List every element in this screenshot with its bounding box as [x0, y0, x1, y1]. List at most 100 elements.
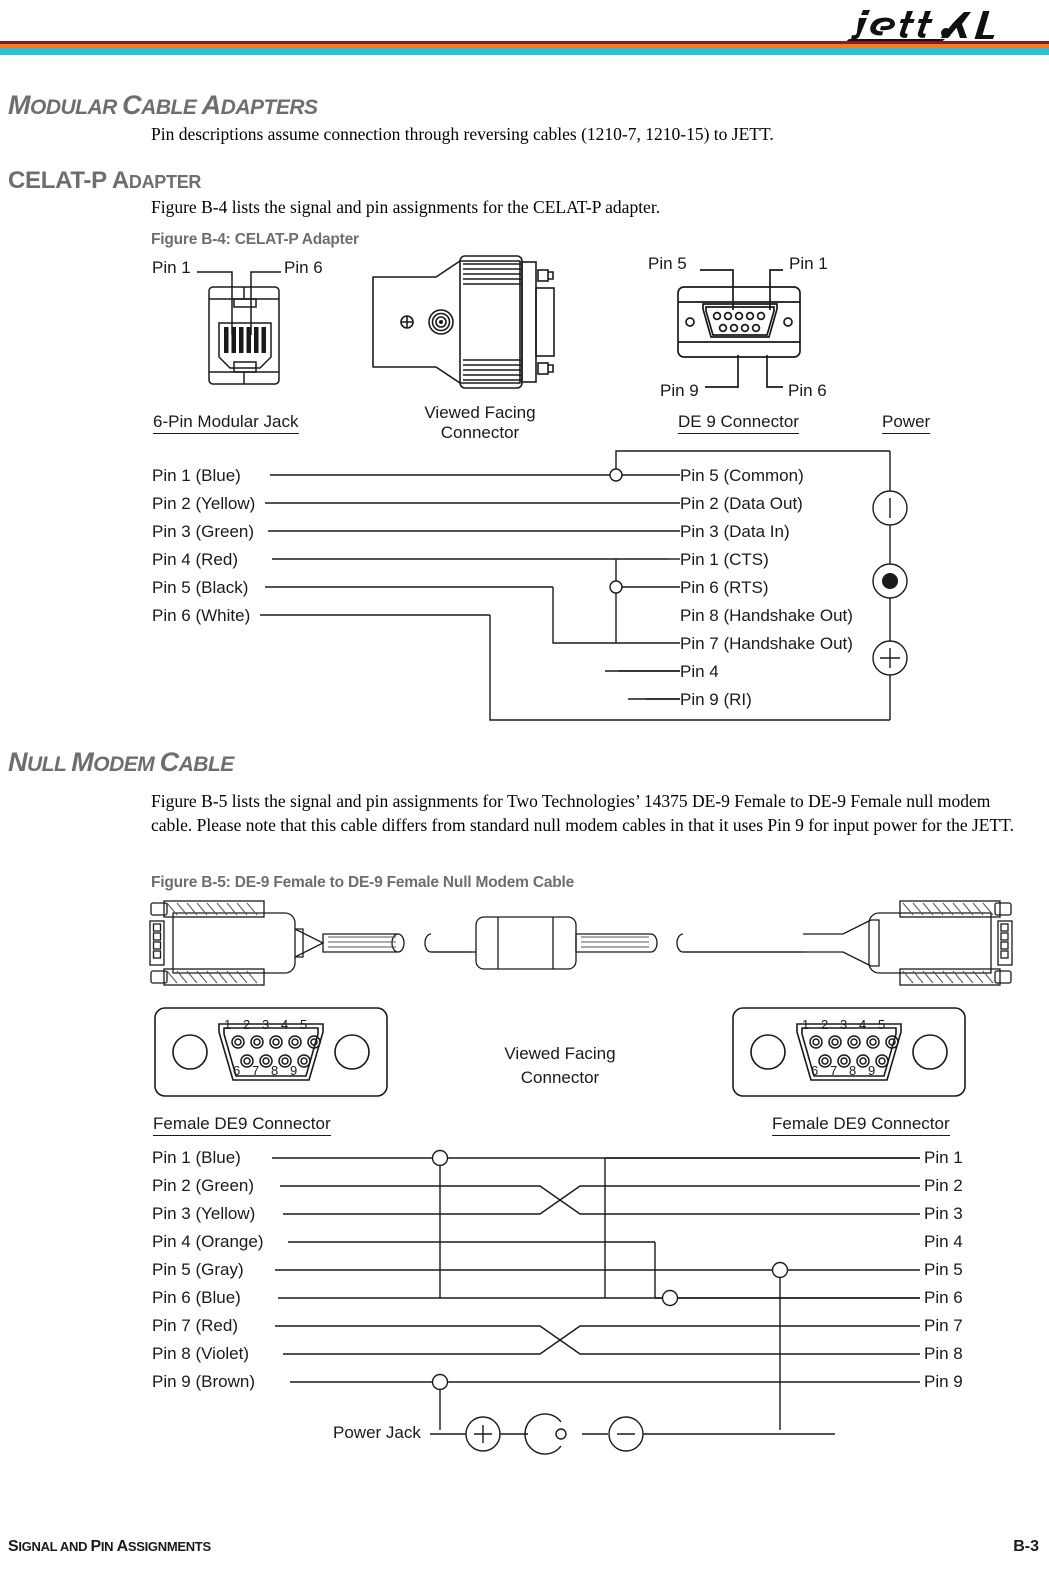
b5-left-pin-9: Pin 9 (Brown) [152, 1372, 255, 1391]
figure-caption-b4: Figure B-4: CELAT-P Adapter [151, 231, 359, 248]
callout-pin1-modular: Pin 1 [152, 258, 191, 277]
callout-pin9-de9: Pin 9 [660, 381, 699, 400]
heading-text: ODEM [93, 753, 160, 776]
heading-null-modem-cable: NULL MODEM CABLE [8, 747, 234, 778]
b5-right-pin-1: Pin 1 [924, 1148, 963, 1167]
b5-left-pinnum-7: 7 [252, 1063, 260, 1078]
heading-text: ODULAR [30, 96, 123, 119]
footer-char: S [8, 1538, 19, 1555]
b5-right-pinnum-8: 8 [849, 1063, 857, 1078]
b5-right-pinnum-6: 6 [811, 1063, 819, 1078]
footer-text: IGNAL AND [18, 1539, 91, 1554]
b4-left-pin-4: Pin 4 (Red) [152, 550, 238, 569]
label-viewed-facing-b5-l2: Connector [520, 1068, 600, 1087]
figure-caption-b5: Figure B-5: DE-9 Female to DE-9 Female N… [151, 874, 575, 891]
b5-left-pin-4: Pin 4 (Orange) [152, 1232, 264, 1251]
heading-char: A [111, 167, 129, 194]
b5-left-pinnum-4: 4 [281, 1017, 289, 1032]
heading-celat-p-adapter: CELAT-P ADAPTER [8, 167, 201, 195]
celat-p-adapter-body-icon [365, 252, 600, 392]
b4-right-pin-7-handshake-out: Pin 7 (Handshake Out) [680, 634, 853, 653]
b5-left-pinnum-6: 6 [233, 1063, 241, 1078]
label-de9-connector: DE 9 Connector [678, 412, 799, 434]
b4-left-pin-1: Pin 1 (Blue) [152, 466, 241, 485]
b5-right-pinnum-9: 9 [868, 1063, 876, 1078]
b4-left-pin-6: Pin 6 (White) [152, 606, 251, 625]
heading-char: M [71, 747, 94, 777]
heading-text: CELAT-P [8, 167, 112, 194]
callout-pin6-de9: Pin 6 [788, 381, 827, 400]
header-rule-orange [0, 44, 1049, 48]
jett-xl-logo-icon [837, 2, 1027, 42]
b5-right-pin-7: Pin 7 [924, 1316, 963, 1335]
header-rule-maroon [0, 41, 1049, 44]
heading-text: DAPTER [128, 172, 202, 192]
footer-section-title: SIGNAL AND PIN ASSIGNMENTS [8, 1538, 211, 1556]
paragraph-celat-p-adapter: Figure B-4 lists the signal and pin assi… [151, 197, 661, 217]
de9-connector-icon [645, 252, 865, 400]
b5-right-pinnum-2: 2 [821, 1017, 829, 1032]
female-de9-connector-icon-left [152, 1004, 390, 1102]
b5-left-pin-7: Pin 7 (Red) [152, 1316, 238, 1335]
b5-left-pinnum-9: 9 [290, 1063, 298, 1078]
b5-right-pinnum-7: 7 [830, 1063, 838, 1078]
heading-char: N [8, 747, 28, 777]
b4-right-pin-2-data-out: Pin 2 (Data Out) [680, 494, 803, 513]
heading-char: M [8, 90, 31, 120]
b4-right-pin-8-handshake-out: Pin 8 (Handshake Out) [680, 606, 853, 625]
footer-char: P [90, 1538, 102, 1555]
b5-left-pin-5: Pin 5 (Gray) [152, 1260, 244, 1279]
b4-left-pin-5: Pin 5 (Black) [152, 578, 249, 597]
footer-char: A [116, 1538, 129, 1555]
female-de9-connector-icon-right [730, 1004, 968, 1102]
b5-left-pin-6: Pin 6 (Blue) [152, 1288, 241, 1307]
b5-left-pin-3: Pin 3 (Yellow) [152, 1204, 256, 1223]
b4-right-pin-9-ri: Pin 9 (RI) [680, 690, 752, 709]
b4-left-pin-3: Pin 3 (Green) [152, 522, 255, 541]
b5-right-pin-4: Pin 4 [924, 1232, 963, 1251]
label-6-pin-modular-jack: 6-Pin Modular Jack [153, 412, 299, 434]
b5-right-pinnum-1: 1 [802, 1017, 810, 1032]
label-power-jack: Power Jack [333, 1423, 421, 1442]
b5-left-pin-1: Pin 1 (Blue) [152, 1148, 241, 1167]
heading-text: DAPTERS [220, 96, 318, 119]
heading-text: ULL [27, 753, 72, 776]
figure-b4-wiring-diagram [150, 448, 940, 723]
b4-left-pin-2: Pin 2 (Yellow) [152, 494, 256, 513]
b5-left-pinnum-1: 1 [224, 1017, 232, 1032]
heading-modular-cable-adapters: MODULAR CABLE ADAPTERS [8, 90, 318, 121]
b5-left-pinnum-5: 5 [300, 1017, 308, 1032]
label-viewed-facing-b5-l1: Viewed Facing [504, 1044, 616, 1063]
figure-b5-wiring-diagram [150, 1140, 940, 1430]
callout-pin5-de9: Pin 5 [648, 254, 687, 273]
b5-left-pin-2: Pin 2 (Green) [152, 1176, 255, 1195]
heading-char: A [201, 90, 222, 120]
footer-text: IN [100, 1539, 117, 1554]
heading-text: ABLE [178, 753, 235, 776]
b5-right-pin-9: Pin 9 [924, 1372, 963, 1391]
b5-left-pinnum-3: 3 [262, 1017, 270, 1032]
b5-right-pinnum-4: 4 [859, 1017, 867, 1032]
footer-page-number: B-3 [1013, 1538, 1039, 1555]
b5-right-pinnum-5: 5 [878, 1017, 886, 1032]
de9-to-de9-cable-icon [143, 893, 1018, 993]
b4-right-pin-6-rts: Pin 6 (RTS) [680, 578, 769, 597]
power-jack-symbols [430, 1402, 850, 1472]
b5-right-pin-2: Pin 2 [924, 1176, 963, 1195]
b5-right-pin-5: Pin 5 [924, 1260, 963, 1279]
callout-pin1-de9: Pin 1 [789, 254, 828, 273]
b5-right-pin-3: Pin 3 [924, 1204, 963, 1223]
label-viewed-facing-b4-l1: Viewed Facing [424, 403, 536, 422]
paragraph-modular-cable-adapters: Pin descriptions assume connection throu… [151, 124, 774, 144]
callout-pin6-modular: Pin 6 [284, 258, 323, 277]
b5-right-pinnum-3: 3 [840, 1017, 848, 1032]
b4-right-pin-3-data-in: Pin 3 (Data In) [680, 522, 790, 541]
b4-right-pin-1-cts: Pin 1 (CTS) [680, 550, 769, 569]
heading-char: C [122, 90, 142, 120]
heading-text: ABLE [141, 96, 202, 119]
paragraph-null-modem-cable: Figure B-5 lists the signal and pin assi… [151, 791, 1014, 835]
rj-modular-jack-icon [150, 250, 320, 395]
heading-char: C [159, 747, 180, 777]
b5-left-pin-8: Pin 8 (Violet) [152, 1344, 250, 1363]
label-female-de9-right: Female DE9 Connector [772, 1114, 950, 1136]
